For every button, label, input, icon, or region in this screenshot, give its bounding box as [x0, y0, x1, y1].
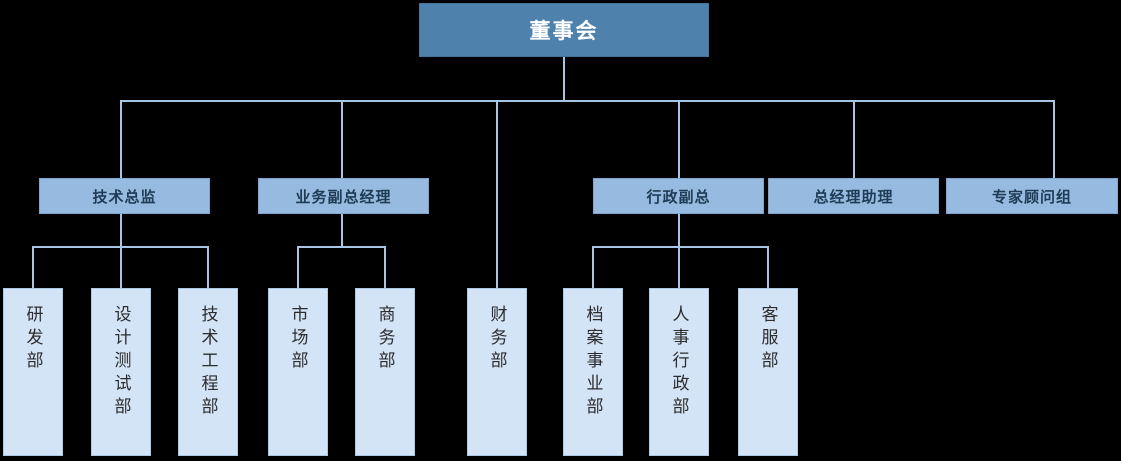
- node-label: 客服部: [758, 305, 778, 374]
- node-board-of-directors[interactable]: 董事会: [419, 3, 709, 57]
- connector-stem-admin-vp: [678, 213, 680, 247]
- connector-drop-marketing-dept: [297, 246, 299, 288]
- node-label: 研发部: [23, 305, 43, 374]
- node-gm-assistant[interactable]: 总经理助理: [768, 178, 939, 214]
- node-finance-dept[interactable]: 财务部: [467, 288, 527, 456]
- node-design-test-dept[interactable]: 设计测试部: [91, 288, 151, 456]
- connector-drop-design-test-dept: [120, 246, 122, 288]
- connector-stem-business-vp: [341, 213, 343, 247]
- node-customer-service-dept[interactable]: 客服部: [738, 288, 798, 456]
- node-label: 业务副总经理: [295, 188, 392, 206]
- connector-drop-tech-director: [120, 100, 122, 178]
- node-admin-vp[interactable]: 行政副总: [593, 178, 764, 214]
- connector-drop-admin-vp: [678, 100, 680, 178]
- node-label: 档案事业部: [583, 305, 603, 420]
- node-label: 技术工程部: [198, 305, 218, 420]
- node-label: 设计测试部: [111, 305, 131, 420]
- node-label: 市场部: [288, 305, 308, 374]
- connector-main-bus: [120, 100, 1055, 102]
- node-label: 总经理助理: [813, 188, 894, 206]
- node-label: 技术总监: [92, 188, 157, 206]
- connector-drop-expert-group: [1053, 100, 1055, 178]
- connector-bus-admin-vp: [592, 246, 768, 248]
- node-tech-director[interactable]: 技术总监: [39, 178, 210, 214]
- node-label: 财务部: [487, 305, 507, 374]
- connector-root-stem: [563, 56, 565, 102]
- node-label: 人事行政部: [669, 305, 689, 420]
- node-label: 专家顾问组: [991, 188, 1072, 206]
- connector-stem-tech-director: [120, 213, 122, 247]
- connector-drop-gm-assistant: [853, 100, 855, 178]
- connector-drop-customer-service-dept: [767, 246, 769, 288]
- node-archive-business-dept[interactable]: 档案事业部: [563, 288, 623, 456]
- node-marketing-dept[interactable]: 市场部: [268, 288, 328, 456]
- node-commerce-dept[interactable]: 商务部: [355, 288, 415, 456]
- connector-drop-commerce-dept: [384, 246, 386, 288]
- node-label: 董事会: [529, 20, 599, 43]
- connector-drop-rd-dept: [32, 246, 34, 288]
- node-label: 行政副总: [646, 188, 711, 206]
- node-label: 商务部: [375, 305, 395, 374]
- connector-drop-finance-dept: [496, 100, 498, 288]
- node-tech-engineering-dept[interactable]: 技术工程部: [178, 288, 238, 456]
- node-expert-advisory-group[interactable]: 专家顾问组: [946, 178, 1118, 214]
- connector-drop-tech-eng-dept: [207, 246, 209, 288]
- connector-drop-business-vp: [341, 100, 343, 178]
- node-business-vp[interactable]: 业务副总经理: [258, 178, 429, 214]
- connector-drop-archive-dept: [592, 246, 594, 288]
- node-rd-dept[interactable]: 研发部: [3, 288, 63, 456]
- node-hr-admin-dept[interactable]: 人事行政部: [649, 288, 709, 456]
- connector-bus-business-vp: [297, 246, 385, 248]
- connector-drop-hr-admin-dept: [678, 246, 680, 288]
